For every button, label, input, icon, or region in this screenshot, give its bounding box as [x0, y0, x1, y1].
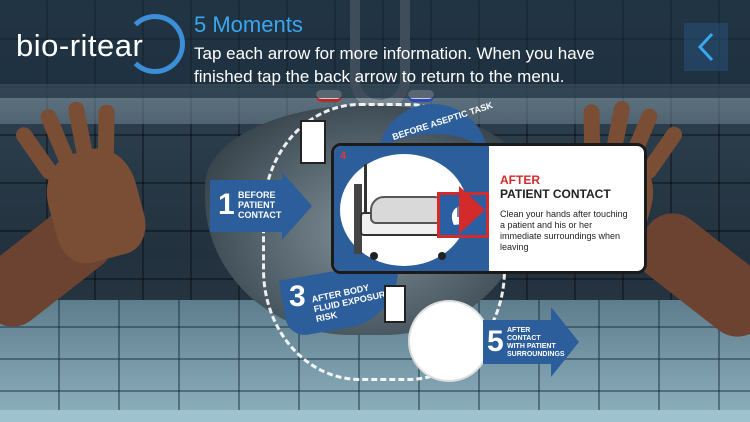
moment-3-number: 3 — [289, 280, 306, 313]
card-number: 4 — [340, 150, 347, 162]
card-illustration-panel: 4 — [334, 146, 489, 271]
card-title-line2: PATIENT CONTACT — [500, 187, 611, 201]
logo-suffix: ar — [114, 28, 144, 63]
patient-bed-illustration — [408, 300, 490, 382]
moment-1-number: 1 — [218, 188, 235, 221]
exit-arrow-icon — [459, 186, 485, 234]
specimen-bag-illustration — [384, 285, 406, 323]
moment-3-arrow[interactable]: 3 AFTER BODY FLUID EXPOSURE RISK — [278, 260, 408, 338]
moment-1-label: BEFORE PATIENT CONTACT — [238, 190, 282, 220]
moment-5-number: 5 — [487, 325, 504, 358]
chevron-left-icon — [697, 32, 714, 62]
back-button[interactable] — [684, 23, 728, 71]
logo-text: bio-rite — [16, 28, 115, 63]
iv-bag-illustration — [300, 120, 326, 164]
moment-5-label: AFTER CONTACT WITH PATIENT SURROUNDINGS — [507, 327, 565, 358]
instructions-text: Tap each arrow for more information. Whe… — [194, 44, 595, 86]
bio-rite-logo: bio-ritear — [16, 14, 185, 74]
moment-5-arrow[interactable]: 5 AFTER CONTACT WITH PATIENT SURROUNDING… — [483, 307, 579, 377]
moment-1-arrow[interactable]: 1 BEFORE PATIENT CONTACT — [210, 172, 312, 240]
header-bar: bio-ritear 5 Moments Tap each arrow for … — [0, 0, 750, 98]
logo-ring-icon — [125, 14, 185, 74]
moment-4-card[interactable]: 4 AFTER PATIENT CONTACT Clean your hands… — [331, 143, 647, 274]
card-description: Clean your hands after touching a patien… — [500, 209, 628, 252]
card-title-line1: AFTER — [500, 173, 540, 187]
page-title: 5 Moments — [194, 12, 303, 37]
floor-strip — [0, 410, 750, 422]
